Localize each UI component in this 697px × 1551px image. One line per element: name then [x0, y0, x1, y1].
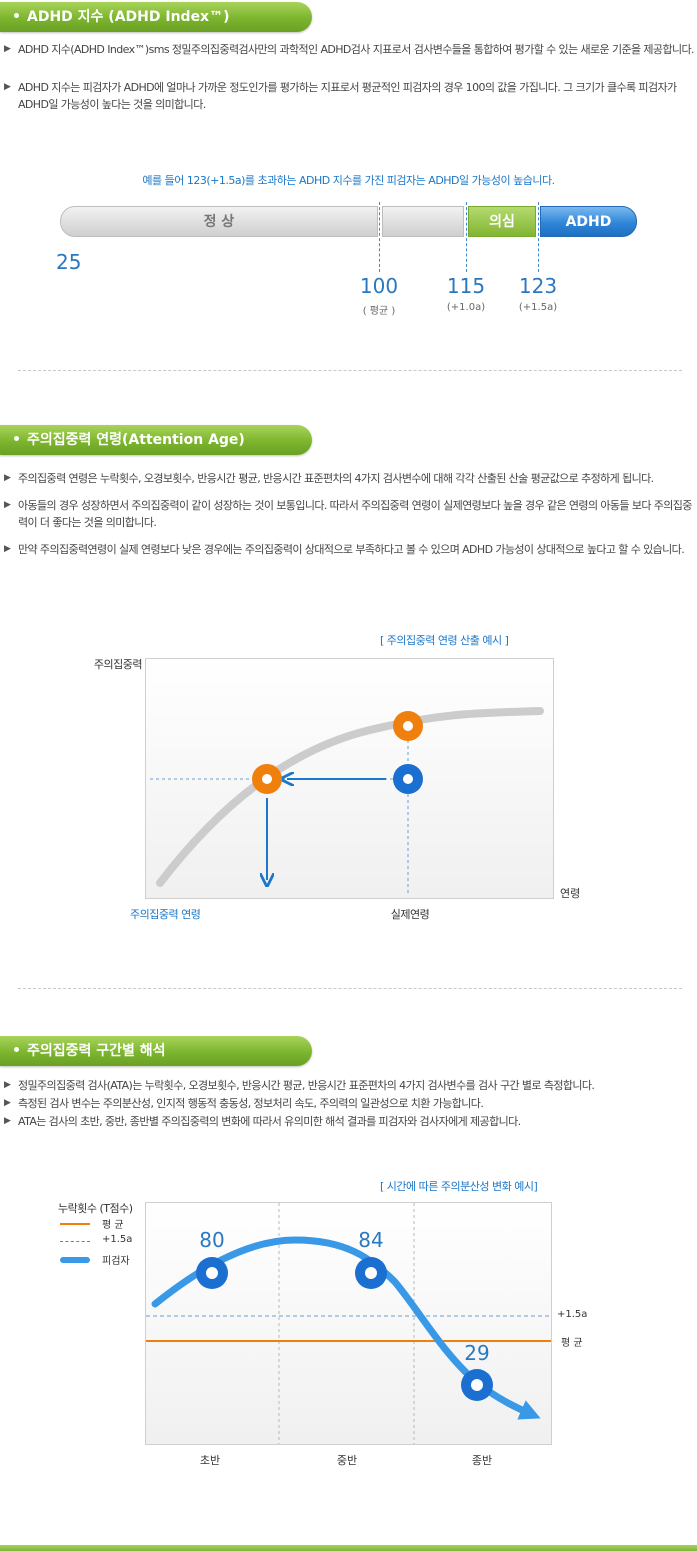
- section-title: 주의집중력 연령(Attention Age): [27, 432, 245, 448]
- attention-age-chart: [145, 658, 554, 899]
- expected-attention-point: [393, 711, 423, 741]
- legend-subject-label: 피검자: [102, 1256, 130, 1267]
- growth-curve: [156, 707, 544, 887]
- scale-band-normal-high: [382, 206, 464, 237]
- scale-band-normal: 정 상: [60, 206, 378, 237]
- tick-value-100: 100: [359, 274, 399, 298]
- section-divider: [18, 370, 682, 371]
- triangle-bullet-icon: ▶: [4, 500, 11, 510]
- actual-age-point: [393, 764, 423, 794]
- bullet-item: ▶정밀주의집중력 검사(ATA)는 누락횟수, 오경보횟수, 반응시간 평균, …: [4, 1079, 595, 1092]
- footer-bar: [0, 1545, 697, 1551]
- tick-line-115: [466, 202, 467, 272]
- point-value-early: 80: [199, 1228, 225, 1252]
- section-title: ADHD 지수 (ADHD Index™): [27, 9, 230, 25]
- legend-average-swatch: [60, 1223, 90, 1225]
- data-point-early: [196, 1257, 228, 1289]
- legend-threshold-swatch: [60, 1241, 90, 1242]
- tick-line-100: [379, 202, 380, 272]
- legend-subject-swatch: [60, 1257, 90, 1263]
- scale-band-suspect: 의심: [468, 206, 536, 237]
- section-title: 주의집중력 구간별 해석: [27, 1043, 166, 1059]
- triangle-bullet-icon: ▶: [4, 1116, 11, 1126]
- triangle-bullet-icon: ▶: [4, 544, 11, 554]
- point-value-late: 29: [464, 1341, 490, 1365]
- interval-chart-ylabel: 누락횟수 (T점수): [58, 1202, 133, 1215]
- triangle-bullet-icon: ▶: [4, 473, 11, 483]
- section-header-adhd-index: ADHD 지수 (ADHD Index™): [0, 2, 312, 32]
- phase-label-late: 종반: [471, 1454, 493, 1467]
- triangle-bullet-icon: ▶: [4, 1080, 11, 1090]
- tick-sub-115: (+1.0a): [446, 302, 486, 313]
- triangle-bullet-icon: ▶: [4, 1098, 11, 1108]
- legend-threshold-label: +1.5a: [102, 1234, 133, 1245]
- phase-label-early: 초반: [199, 1454, 221, 1467]
- tick-value-115: 115: [446, 274, 486, 298]
- bullet-item: ▶아동들의 경우 성장하면서 주의집중력이 같이 성장하는 것이 보통입니다. …: [4, 499, 692, 529]
- point-value-middle: 84: [358, 1228, 384, 1252]
- age-chart-caption: [ 주의집중력 연령 산출 예시 ]: [380, 634, 509, 647]
- data-point-middle: [355, 1257, 387, 1289]
- tick-line-123: [538, 202, 539, 272]
- bullet-dot-icon: [14, 12, 19, 18]
- data-point-late: [461, 1369, 493, 1401]
- legend-average-label: 평 균: [102, 1220, 124, 1231]
- bullet-item: ▶만약 주의집중력연령이 실제 연령보다 낮은 경우에는 주의집중력이 상대적으…: [4, 543, 685, 556]
- bullet-item: ▶ADHD 지수는 피검자가 ADHD에 얼마나 가까운 정도인가를 평가하는 …: [4, 81, 677, 111]
- chart-legend: 평 균 +1.5a 피검자: [60, 1216, 146, 1276]
- section-header-interval-analysis: 주의집중력 구간별 해석: [0, 1036, 312, 1066]
- section-header-attention-age: 주의집중력 연령(Attention Age): [0, 425, 312, 455]
- bullet-item: ▶주의집중력 연령은 누락횟수, 오경보횟수, 반응시간 평균, 반응시간 표준…: [4, 472, 654, 485]
- age-chart-ylabel: 주의집중력: [93, 658, 143, 671]
- average-right-label: 평 균: [561, 1338, 583, 1349]
- tick-sub-123: (+1.5a): [518, 302, 558, 313]
- section-divider: [18, 988, 682, 989]
- age-chart-actual-age-label: 실제연령: [390, 908, 430, 921]
- age-chart-attention-age-label: 주의집중력 연령: [130, 908, 201, 921]
- tick-sub-100: ( 평균 ): [362, 306, 396, 317]
- scale-min-label: 25: [56, 250, 82, 274]
- phase-label-middle: 중반: [336, 1454, 358, 1467]
- tick-value-123: 123: [518, 274, 558, 298]
- triangle-bullet-icon: ▶: [4, 44, 11, 54]
- interval-chart-caption: [ 시간에 따른 주의분산성 변화 예시]: [380, 1180, 538, 1193]
- plot-area: [145, 1202, 552, 1445]
- triangle-bullet-icon: ▶: [4, 82, 11, 92]
- attention-age-point: [252, 764, 282, 794]
- scale-band-adhd: ADHD: [540, 206, 637, 237]
- bullet-dot-icon: [14, 1046, 19, 1052]
- interval-chart: [145, 1202, 552, 1445]
- bullet-dot-icon: [14, 435, 19, 441]
- bullet-item: ▶측정된 검사 변수는 주의분산성, 인지적 행동적 충동성, 정보처리 속도,…: [4, 1097, 484, 1110]
- bullet-item: ▶ADHD 지수(ADHD Index™)sms 정밀주의집중력검사만의 과학적…: [4, 43, 695, 56]
- bullet-item: ▶ATA는 검사의 초반, 중반, 종반별 주의집중력의 변화에 따라서 유의미…: [4, 1115, 521, 1128]
- scale-caption: 예를 들어 123(+1.5a)를 초과하는 ADHD 지수를 가진 피검자는 …: [142, 174, 555, 187]
- threshold-right-label: +1.5a: [557, 1309, 588, 1320]
- age-chart-xlabel: 연령: [560, 887, 581, 900]
